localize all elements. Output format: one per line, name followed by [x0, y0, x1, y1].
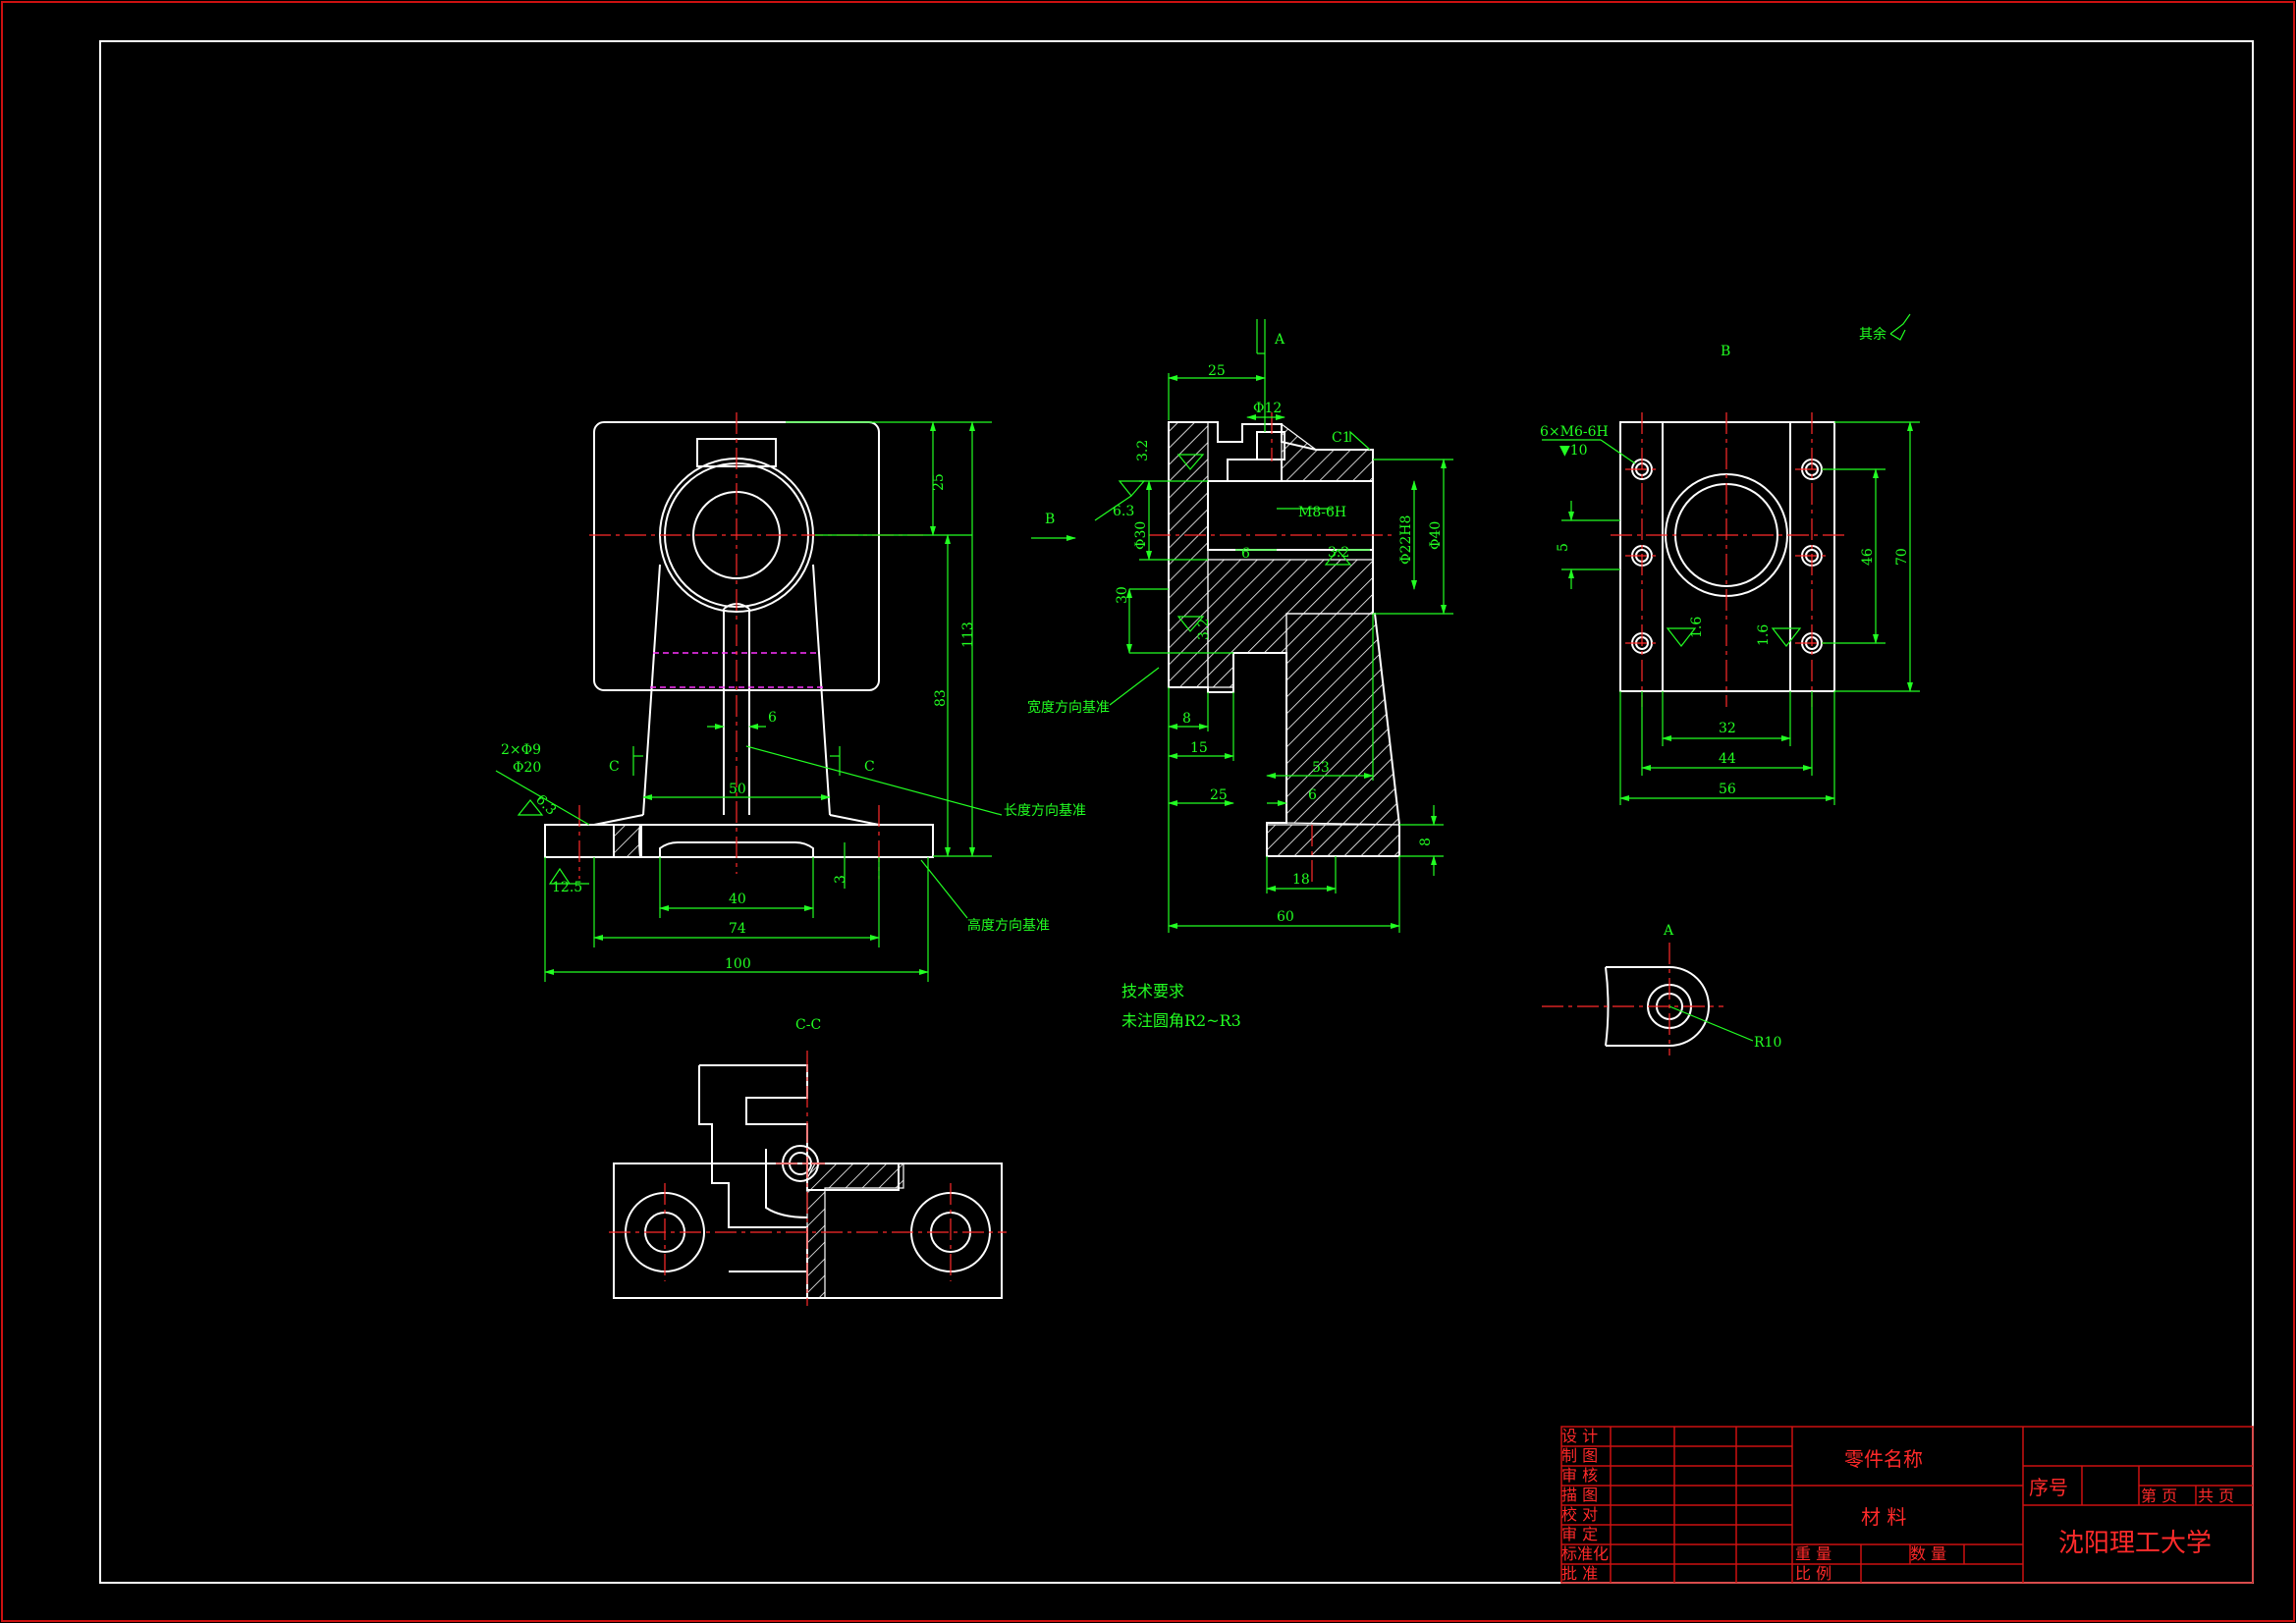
- dim-25-base: 25: [1210, 787, 1228, 803]
- surface-rest-note: 其余: [1859, 326, 1886, 343]
- section-cc-centerlines: [609, 1051, 1007, 1306]
- role-approve: 批 准: [1561, 1564, 1598, 1583]
- roughness-3-2-bore: 3.2: [1328, 545, 1349, 561]
- dim-6-side: 6: [1241, 546, 1250, 562]
- role-approve-final: 审 定: [1561, 1525, 1598, 1543]
- roughness-1-6-left: 1.6: [1689, 617, 1705, 638]
- front-view-labels: 25 113 83 6 50 40 74 100 3 12.5 2×Φ9 Φ20…: [501, 473, 1086, 972]
- dim-60: 60: [1277, 909, 1294, 925]
- cut-c-right: C: [864, 759, 875, 775]
- title-block-text: 设 计 制 图 审 核 描 图 校 对 审 定 标准化 批 准 零件名称 材 料…: [1561, 1427, 2234, 1583]
- roughness-12-5: 12.5: [552, 880, 582, 895]
- dim-56: 56: [1719, 782, 1736, 797]
- quantity-label: 数 量: [1910, 1544, 1946, 1563]
- arrow-a-label: A: [1274, 332, 1285, 348]
- dim-30: 30: [1115, 586, 1130, 604]
- roughness-1-6-right: 1.6: [1756, 624, 1772, 646]
- front-view-centerlines: [578, 412, 923, 879]
- chamfer-c1: C1: [1332, 430, 1351, 446]
- part-name-label: 零件名称: [1844, 1447, 1923, 1471]
- dim-18: 18: [1292, 872, 1310, 888]
- dim-25: 25: [931, 473, 947, 491]
- dim-15: 15: [1190, 740, 1208, 756]
- tech-req-line1: 未注圆角R2~R3: [1121, 1011, 1241, 1030]
- length-datum-note: 长度方向基准: [1004, 802, 1086, 819]
- role-trace: 描 图: [1561, 1486, 1598, 1504]
- roughness-3-2-top: 3.2: [1135, 440, 1151, 461]
- dim-r10: R10: [1754, 1035, 1781, 1051]
- technical-requirements: 技术要求 未注圆角R2~R3: [1121, 982, 1241, 1030]
- detail-a-centerlines: [1542, 943, 1723, 1055]
- height-datum-note: 高度方向基准: [967, 917, 1050, 934]
- detail-a-labels: A R10: [1663, 923, 1781, 1051]
- school-name: 沈阳理工大学: [2058, 1529, 2212, 1558]
- dim-5: 5: [1556, 543, 1571, 552]
- tech-req-title: 技术要求: [1121, 982, 1184, 1001]
- top-view-centerlines: [1611, 412, 1846, 707]
- weight-label: 重 量: [1795, 1544, 1831, 1563]
- front-view-dimensions: [495, 421, 1003, 982]
- role-standardize: 标准化: [1561, 1544, 1609, 1563]
- side-view-labels: A B 25 Φ12 3.2 6.3 Φ30 30 6 M8-6H C1 Φ22…: [1027, 332, 1444, 925]
- side-view-centerlines: [1149, 412, 1394, 884]
- serial-label: 序号: [2029, 1476, 2068, 1499]
- width-datum-note: 宽度方向基准: [1027, 699, 1110, 716]
- depth-10: ▼10: [1559, 443, 1588, 459]
- dim-6: 6: [768, 710, 777, 726]
- dim-40: 40: [729, 892, 746, 907]
- dim-3: 3: [833, 875, 848, 884]
- role-review: 审 核: [1561, 1466, 1598, 1485]
- sheet-total-label: 共 页: [2198, 1487, 2234, 1505]
- view-a-label: A: [1663, 923, 1674, 939]
- dim-25-side: 25: [1208, 363, 1226, 379]
- roughness-6-3-side: 6.3: [1113, 504, 1134, 519]
- view-b-label: B: [1721, 344, 1730, 359]
- role-draw: 制 图: [1561, 1446, 1598, 1465]
- dim-32: 32: [1719, 721, 1736, 736]
- top-view-dimensions: [1542, 313, 1920, 805]
- dim-46: 46: [1860, 548, 1876, 566]
- section-cc-hatch: [806, 1163, 904, 1299]
- detail-a-dimensions: [1668, 1005, 1754, 1042]
- dim-8-side: 8: [1182, 711, 1191, 727]
- cut-c-left: C: [609, 759, 620, 775]
- dim-phi12: Φ12: [1253, 401, 1282, 416]
- top-view: [1619, 421, 1835, 692]
- front-rib: [723, 609, 750, 815]
- front-base: [544, 824, 934, 858]
- title-block: [1560, 1426, 2254, 1584]
- dim-113: 113: [960, 622, 976, 648]
- arrow-b-label: B: [1045, 512, 1055, 527]
- dim-83: 83: [933, 689, 949, 707]
- dim-phi40: Φ40: [1428, 521, 1444, 550]
- dim-phi30: Φ30: [1133, 521, 1149, 550]
- side-view-hatch: [1168, 421, 1400, 857]
- hole-2x-phi9: 2×Φ9: [501, 742, 541, 758]
- dim-6-base: 6: [1308, 787, 1317, 803]
- top-view-labels: B 其余 6×M6-6H ▼10 5 46 70 1.6 1.6 32 44 5…: [1540, 326, 1910, 797]
- scale-label: 比 例: [1795, 1564, 1831, 1583]
- dim-44: 44: [1719, 751, 1736, 767]
- material-label: 材 料: [1861, 1505, 1906, 1529]
- section-cc-labels: C-C: [795, 1017, 821, 1033]
- sheet-no-label: 第 页: [2141, 1487, 2177, 1505]
- section-cc-title: C-C: [795, 1017, 821, 1033]
- dim-70: 70: [1894, 548, 1910, 566]
- dim-8-height: 8: [1418, 838, 1434, 846]
- dim-phi22h8: Φ22H8: [1398, 515, 1414, 565]
- role-check: 校 对: [1561, 1505, 1598, 1524]
- counterbore-phi20: Φ20: [513, 760, 541, 776]
- role-design: 设 计: [1561, 1427, 1598, 1445]
- dim-100: 100: [725, 956, 751, 972]
- roughness-3-2-face: 3.2: [1196, 619, 1212, 640]
- side-view-dimensions: [1031, 319, 1453, 933]
- thread-m8: M8-6H: [1298, 505, 1346, 520]
- dim-50: 50: [729, 782, 746, 797]
- dim-53: 53: [1312, 760, 1330, 776]
- thread-6xm6: 6×M6-6H: [1540, 424, 1609, 440]
- front-support-body: [642, 564, 831, 816]
- dim-74: 74: [729, 921, 746, 937]
